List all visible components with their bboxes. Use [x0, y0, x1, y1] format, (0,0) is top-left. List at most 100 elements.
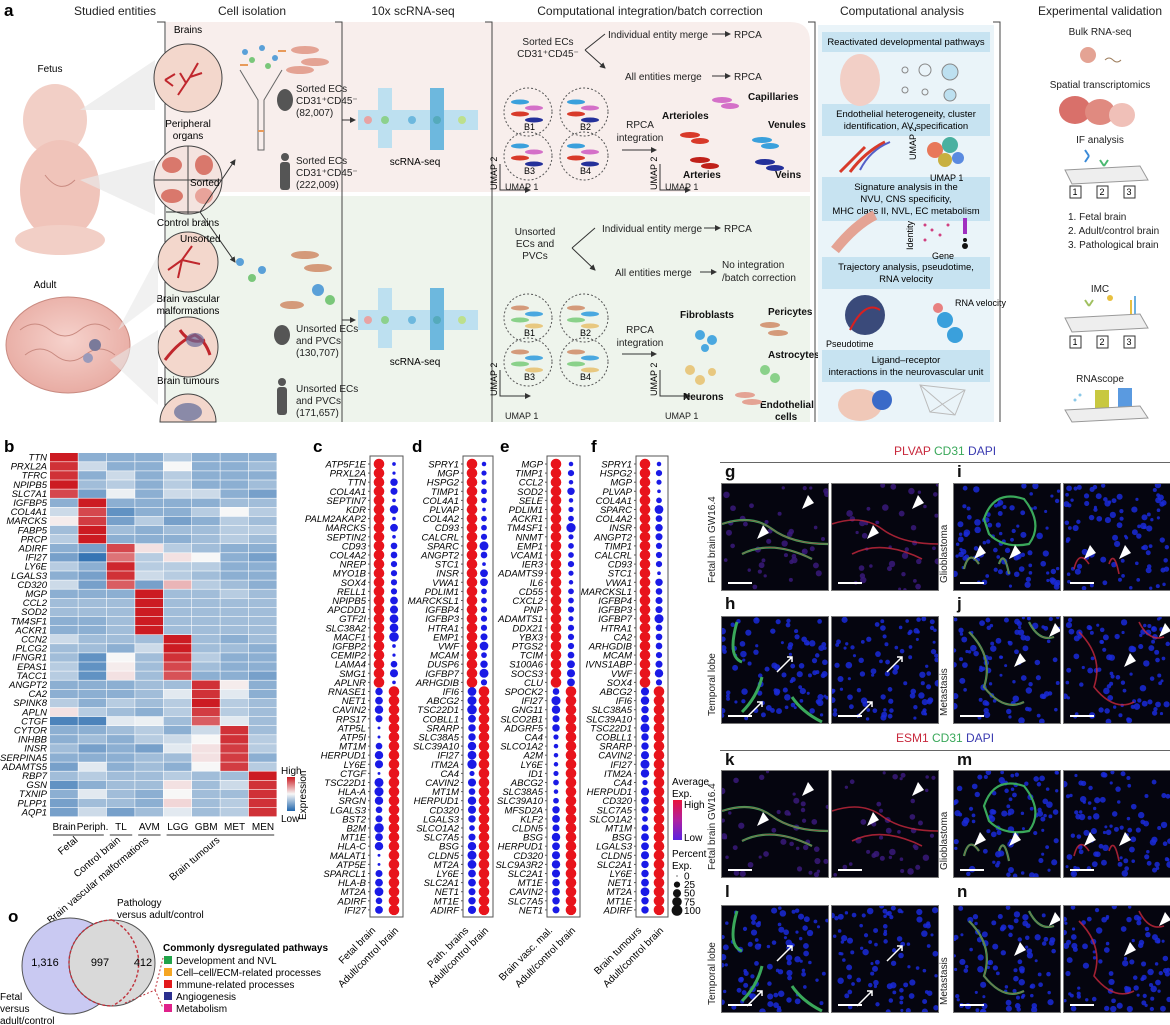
dotplot-gene-label: HSPG2	[427, 478, 460, 489]
dot-second-group	[482, 507, 486, 512]
dotplot-gene-label: HTRA1	[428, 623, 459, 634]
nucleus-dapi	[1020, 531, 1027, 538]
dot-second-group	[388, 822, 400, 834]
nucleus-dapi	[775, 619, 781, 625]
nucleus-dapi	[1082, 943, 1088, 950]
dot-second-group	[567, 660, 575, 669]
heatmap-cell	[192, 480, 220, 489]
heatmap-cell	[220, 762, 249, 771]
dotplot-gene-label: COL4A1	[596, 496, 632, 507]
dotplot-gene-label: SOX4	[607, 678, 632, 689]
heatmap-cell	[135, 607, 163, 617]
dot-second-group	[478, 877, 490, 888]
heatmap-cell	[106, 534, 135, 544]
dot-second-group	[565, 895, 577, 907]
nucleus-dapi	[1109, 671, 1114, 676]
dot-first-group	[466, 467, 478, 479]
heatmap-row-label: IFNGR1	[12, 653, 47, 664]
nucleus-dapi	[995, 850, 1002, 858]
dot-first-group	[551, 696, 561, 706]
pvc-cluster-glyphs	[685, 322, 788, 405]
heatmap-cell	[50, 625, 78, 635]
arrow-icon	[746, 701, 763, 718]
heatmap-cell	[106, 544, 135, 553]
dot-first-group	[550, 668, 562, 679]
heatmap-cell	[248, 698, 277, 708]
panel-label-c: c	[313, 437, 322, 456]
nucleus-dapi	[1087, 667, 1094, 674]
heatmap-column-label: Periph.	[77, 822, 109, 833]
nucleus-dapi	[982, 540, 987, 545]
nucleus-dapi	[882, 504, 889, 511]
nucleus-dapi	[908, 655, 913, 660]
nucleus-dapi	[904, 547, 909, 552]
heatmap-cell	[220, 635, 249, 644]
dotplot-gene-label: SMG1	[339, 669, 366, 680]
arrow-icon	[886, 945, 903, 962]
dot-first-group	[373, 640, 385, 652]
heatmap-cell	[135, 516, 163, 526]
dotplot-gene-label: SRARP	[426, 723, 459, 734]
dot-second-group	[478, 895, 490, 907]
nucleus-dapi	[954, 648, 957, 653]
nucleus-dapi	[1066, 667, 1072, 673]
nucleus-dapi	[921, 699, 928, 706]
nucleus-dapi	[988, 682, 993, 686]
pathway-swatch	[164, 956, 172, 964]
nucleus-dapi	[982, 848, 988, 854]
nucleus-dapi	[1014, 649, 1019, 655]
nucleus-dapi	[1064, 780, 1068, 788]
nucleus-dapi	[819, 713, 824, 717]
nucleus-dapi	[992, 965, 998, 971]
nucleus-dapi	[725, 855, 729, 860]
dot-second-group	[567, 678, 575, 687]
dot-second-group	[653, 695, 665, 706]
nucleus-dapi	[977, 966, 984, 973]
nucleus-dapi	[750, 914, 757, 921]
dotplot-gene-label: CLDN5	[601, 851, 633, 862]
dotplot-gene-label: VWA1	[605, 578, 632, 589]
umap1-axis-label: UMAP 1	[505, 411, 538, 421]
nucleus-dapi	[983, 711, 991, 719]
nucleus-dapi	[1167, 838, 1170, 844]
nucleus-dapi	[894, 645, 899, 650]
dot-second-group	[478, 786, 490, 797]
dotplot-gene-label: MT1M	[339, 742, 366, 753]
dot-second-group	[567, 651, 575, 659]
nucleus-dapi	[1064, 929, 1067, 936]
nucleus-dapi	[751, 920, 756, 925]
nucleus-dapi	[1021, 484, 1027, 489]
nucleus-dapi	[882, 771, 886, 775]
dot-first-group	[641, 824, 649, 832]
dot-second-group	[480, 660, 488, 668]
nucleus-dapi	[1017, 629, 1025, 636]
nucleus-dapi	[1020, 510, 1026, 516]
dot-second-group	[392, 644, 396, 648]
heatmap-row-label: RBP7	[22, 771, 48, 782]
dot-first-group	[641, 742, 649, 750]
nucleus-dapi	[766, 538, 772, 544]
nucleus-dapi	[788, 642, 794, 648]
nucleus-dapi	[932, 640, 936, 644]
dot-first-group	[550, 577, 562, 588]
dotplot-gene-label: ATP5I	[339, 733, 366, 744]
dot-first-group	[550, 613, 562, 624]
heatmap-cell	[106, 507, 135, 517]
nucleus-dapi	[770, 628, 776, 634]
nucleus-dapi	[899, 995, 904, 1001]
batch-label: B1	[524, 122, 535, 132]
dot-first-group	[373, 558, 385, 570]
cell-glyph	[525, 355, 543, 361]
unsorted-source-label-2: ECs and	[516, 239, 554, 250]
nucleus-dapi	[879, 906, 885, 909]
dot-second-group	[481, 461, 487, 467]
heatmap-cell	[220, 771, 249, 780]
nucleus-dapi	[1074, 773, 1078, 778]
nucleus-dapi	[880, 694, 886, 700]
heatmap-cell	[220, 807, 249, 817]
nucleus-dapi	[847, 677, 851, 681]
dot-first-group	[469, 825, 475, 831]
dotplot-gene-label: MGP	[610, 478, 632, 489]
nucleus-dapi	[764, 666, 770, 672]
dot-second-group	[480, 551, 488, 559]
